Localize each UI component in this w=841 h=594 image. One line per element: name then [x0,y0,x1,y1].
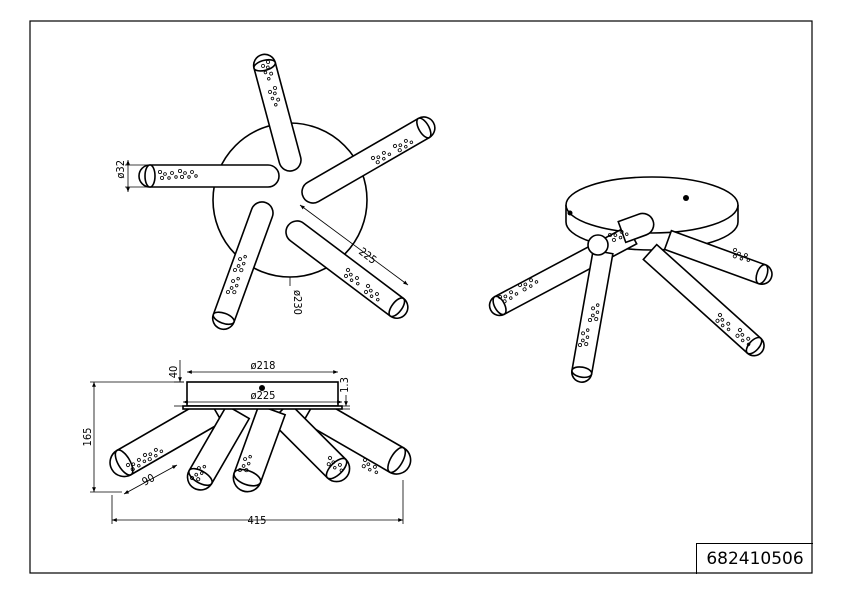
base-screw [683,195,689,201]
dim-height-base: 40 [167,366,180,379]
base-screw-side [259,385,265,391]
dim-base-diameter-inner: ø225 [251,389,276,402]
side-view-dimensions [90,360,404,524]
tube-arm-3 [138,164,280,188]
article-number: 682410506 [696,543,813,574]
dim-base-diameter-top: ø230 [291,290,304,315]
dim-total-height: 165 [81,428,94,447]
base-screw [567,210,573,216]
dim-tube-offset: 90 [140,471,157,488]
top-view-dimensions [125,160,409,286]
base-flange [182,405,343,410]
perspective-view [488,176,773,383]
dim-base-flange: 1.3 [338,377,351,393]
sheet-border [29,20,813,574]
dim-tube-length: 225 [356,245,379,267]
top-view [138,53,436,331]
dim-base-diameter-side: ø218 [251,359,276,372]
dim-tube-diameter: ø32 [114,160,127,179]
dim-total-width: 415 [248,514,267,527]
